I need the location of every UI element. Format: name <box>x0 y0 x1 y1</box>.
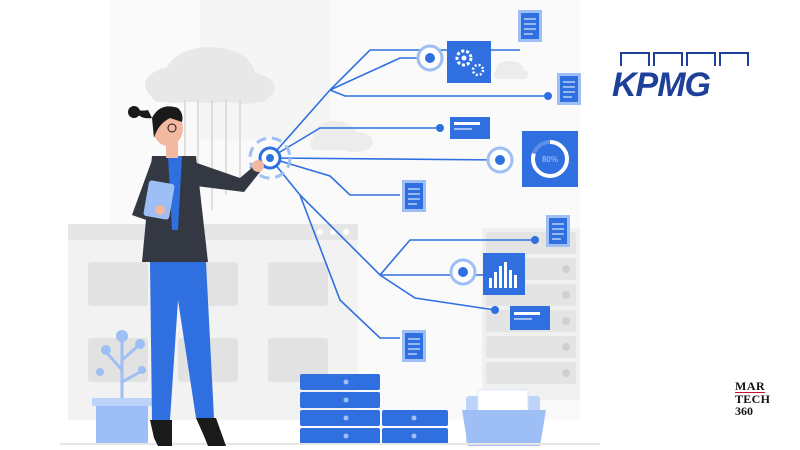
hub-node <box>248 136 292 180</box>
text-card <box>450 117 490 139</box>
document-icon <box>557 73 581 105</box>
cloud-icon <box>494 61 528 79</box>
gauge-widget: 80% <box>522 131 578 187</box>
cloud-icon <box>145 47 275 104</box>
plant-icon <box>92 330 152 444</box>
text-card <box>510 306 550 330</box>
woman-figure <box>128 106 264 446</box>
gear-icon <box>447 41 491 83</box>
ring-node <box>416 44 444 72</box>
bar-chart-icon <box>483 253 525 295</box>
ring-node <box>486 146 514 174</box>
gauge-value-label: 80% <box>542 155 558 164</box>
filing-cabinet <box>68 224 358 420</box>
martech360-watermark: MAR TECH 360 <box>735 379 771 418</box>
kpmg-logo-text: KPMG <box>612 66 711 104</box>
martech-line1: MAR <box>735 379 766 393</box>
document-icon <box>546 215 570 247</box>
document-icon <box>402 330 426 362</box>
martech-line2: TECH <box>735 392 771 406</box>
server-stack <box>300 374 448 444</box>
martech-line3: 360 <box>735 404 753 418</box>
network-lines <box>249 49 548 339</box>
document-icon <box>402 180 426 212</box>
endpoint-dots <box>436 92 552 314</box>
folder-icon <box>462 389 546 446</box>
document-icon <box>518 10 542 42</box>
ring-node <box>449 258 477 286</box>
kpmg-logo-boxes <box>620 52 752 66</box>
kpmg-logo: KPMG <box>612 52 752 110</box>
